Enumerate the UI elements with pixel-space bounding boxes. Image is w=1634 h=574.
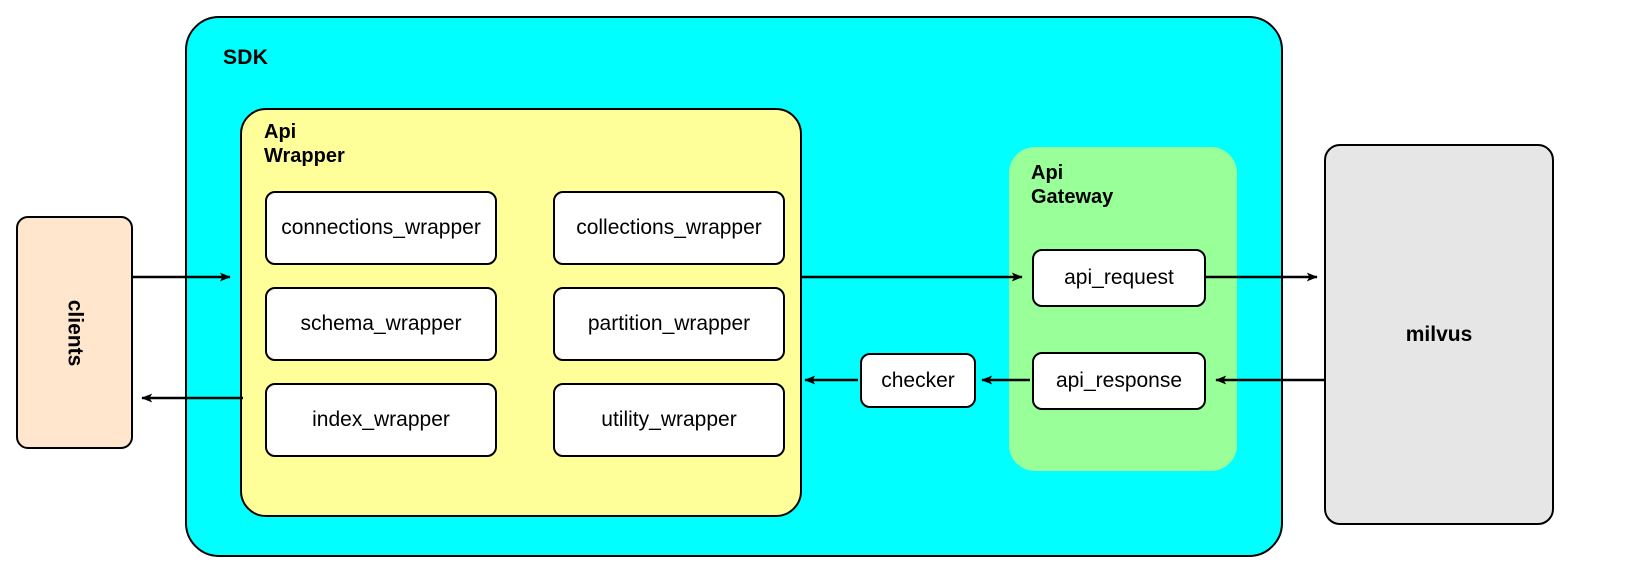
container-api-wrapper-label: Api Wrapper	[264, 121, 345, 168]
node-milvus[interactable]: milvus	[1324, 144, 1554, 525]
container-sdk-label: SDK	[223, 46, 269, 69]
container-api-gateway-label: Api Gateway	[1031, 162, 1114, 209]
node-collections-wrapper-label: collections_wrapper	[576, 216, 762, 239]
node-api-request[interactable]: api_request	[1032, 249, 1206, 307]
node-checker-label: checker	[881, 368, 955, 392]
node-connections-wrapper[interactable]: connections_wrapper	[265, 191, 497, 265]
node-schema-wrapper-label: schema_wrapper	[300, 312, 462, 335]
node-api-response-label: api_response	[1055, 369, 1183, 392]
node-milvus-label: milvus	[1405, 322, 1473, 346]
node-api-response[interactable]: api_response	[1032, 352, 1206, 410]
node-utility-wrapper[interactable]: utility_wrapper	[553, 383, 785, 457]
container-api-gateway[interactable]: Api Gateway	[1009, 147, 1237, 471]
node-clients-label: clients	[63, 299, 87, 366]
node-clients[interactable]: clients	[16, 216, 133, 449]
node-collections-wrapper[interactable]: collections_wrapper	[553, 191, 785, 265]
node-checker[interactable]: checker	[860, 353, 976, 408]
node-index-wrapper[interactable]: index_wrapper	[265, 383, 497, 457]
node-partition-wrapper[interactable]: partition_wrapper	[553, 287, 785, 361]
node-api-request-label: api_request	[1064, 266, 1174, 289]
node-index-wrapper-label: index_wrapper	[312, 408, 450, 431]
node-connections-wrapper-label: connections_wrapper	[281, 216, 481, 239]
node-partition-wrapper-label: partition_wrapper	[587, 312, 751, 335]
node-utility-wrapper-label: utility_wrapper	[601, 408, 737, 431]
node-schema-wrapper[interactable]: schema_wrapper	[265, 287, 497, 361]
